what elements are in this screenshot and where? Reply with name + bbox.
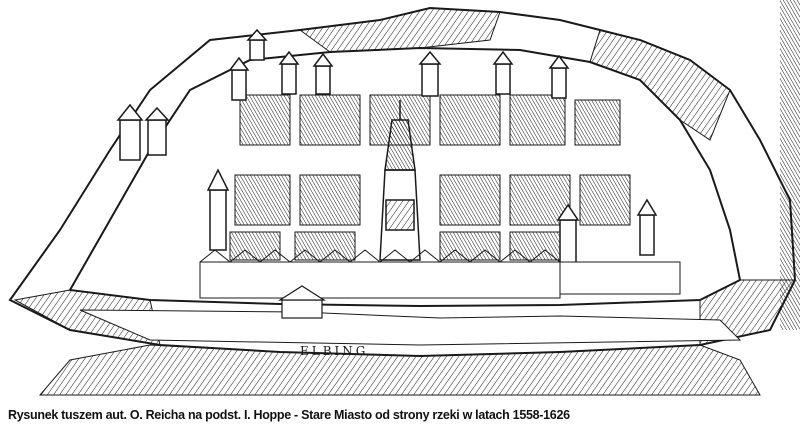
river (79, 309, 742, 346)
town-label: ELBING (300, 344, 368, 358)
river-gate (277, 285, 327, 319)
hill-top (298, 7, 501, 53)
town-panorama-drawing: ELBING (8, 0, 800, 396)
right-slope (589, 29, 731, 141)
river-bank (38, 344, 761, 396)
right-edge-strip (780, 0, 800, 330)
waterfront-buildings (199, 249, 681, 299)
wall-towers (116, 28, 658, 271)
church-spire (379, 100, 421, 261)
figure-caption: Rysunek tuszem aut. O. Reicha na podst. … (8, 408, 570, 422)
engraving-illustration: ELBING (8, 0, 800, 396)
